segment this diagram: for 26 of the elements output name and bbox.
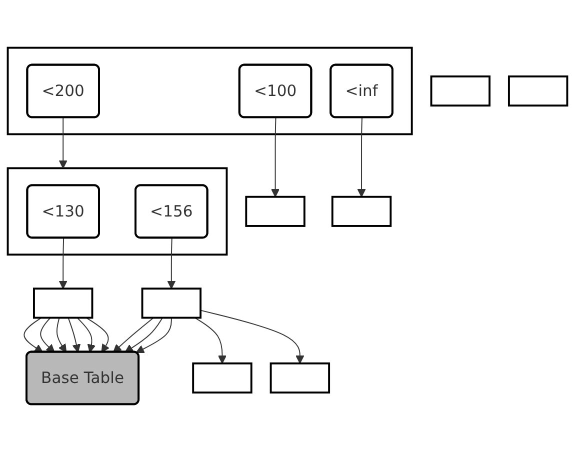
arrow — [24, 317, 44, 353]
node-box — [331, 196, 392, 227]
arrow — [40, 317, 55, 353]
arrow — [124, 317, 163, 353]
arrow — [271, 117, 280, 198]
node-box — [430, 75, 490, 107]
node-box — [192, 362, 252, 394]
arrow — [68, 317, 81, 353]
node-box — [245, 196, 306, 227]
arrow — [56, 317, 67, 353]
arrow — [194, 317, 226, 364]
arrow — [58, 116, 68, 169]
arrow — [112, 317, 154, 353]
node-box — [33, 288, 94, 319]
arrow — [136, 317, 172, 354]
node-box — [270, 362, 330, 394]
cluster — [6, 46, 413, 136]
arrow — [86, 317, 110, 353]
arrow — [200, 310, 304, 364]
cluster — [6, 167, 228, 256]
arrow — [357, 117, 366, 198]
node-box — [141, 288, 202, 319]
node-box — [508, 75, 568, 107]
arrow — [58, 238, 68, 290]
arrow — [76, 317, 96, 353]
arrow — [167, 238, 176, 290]
